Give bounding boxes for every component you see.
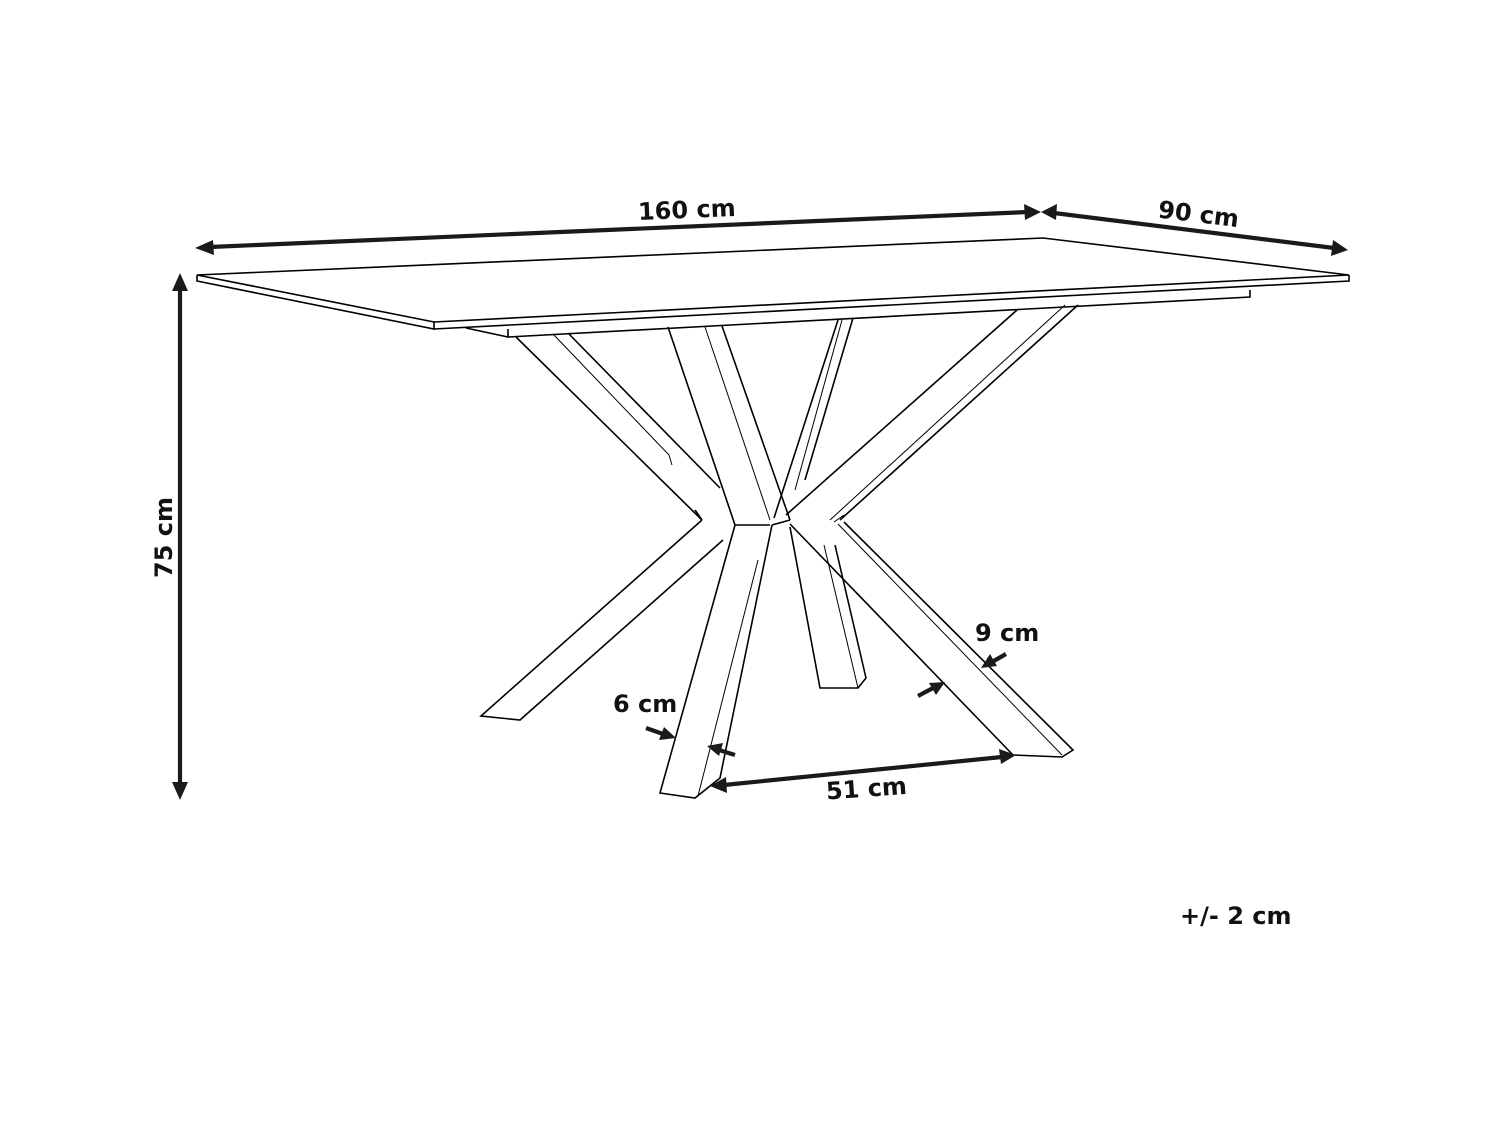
leg-width-dimension: 9 cm bbox=[917, 619, 1039, 698]
leg-spacing-label: 51 cm bbox=[825, 772, 908, 806]
height-dimension: 75 cm bbox=[150, 273, 188, 800]
table-legs bbox=[479, 304, 1079, 799]
height-label: 75 cm bbox=[150, 497, 178, 578]
leg-width-label: 9 cm bbox=[975, 619, 1039, 647]
tolerance-note: +/- 2 cm bbox=[1180, 902, 1291, 930]
length-label: 160 cm bbox=[637, 194, 736, 226]
leg-thickness-label: 6 cm bbox=[613, 690, 677, 718]
leg-spacing-dimension: 51 cm bbox=[710, 749, 1016, 805]
width-dimension: 90 cm bbox=[1041, 195, 1348, 256]
table-top bbox=[196, 237, 1350, 338]
length-dimension: 160 cm bbox=[195, 194, 1041, 255]
leg-thickness-dimension: 6 cm bbox=[613, 690, 736, 758]
